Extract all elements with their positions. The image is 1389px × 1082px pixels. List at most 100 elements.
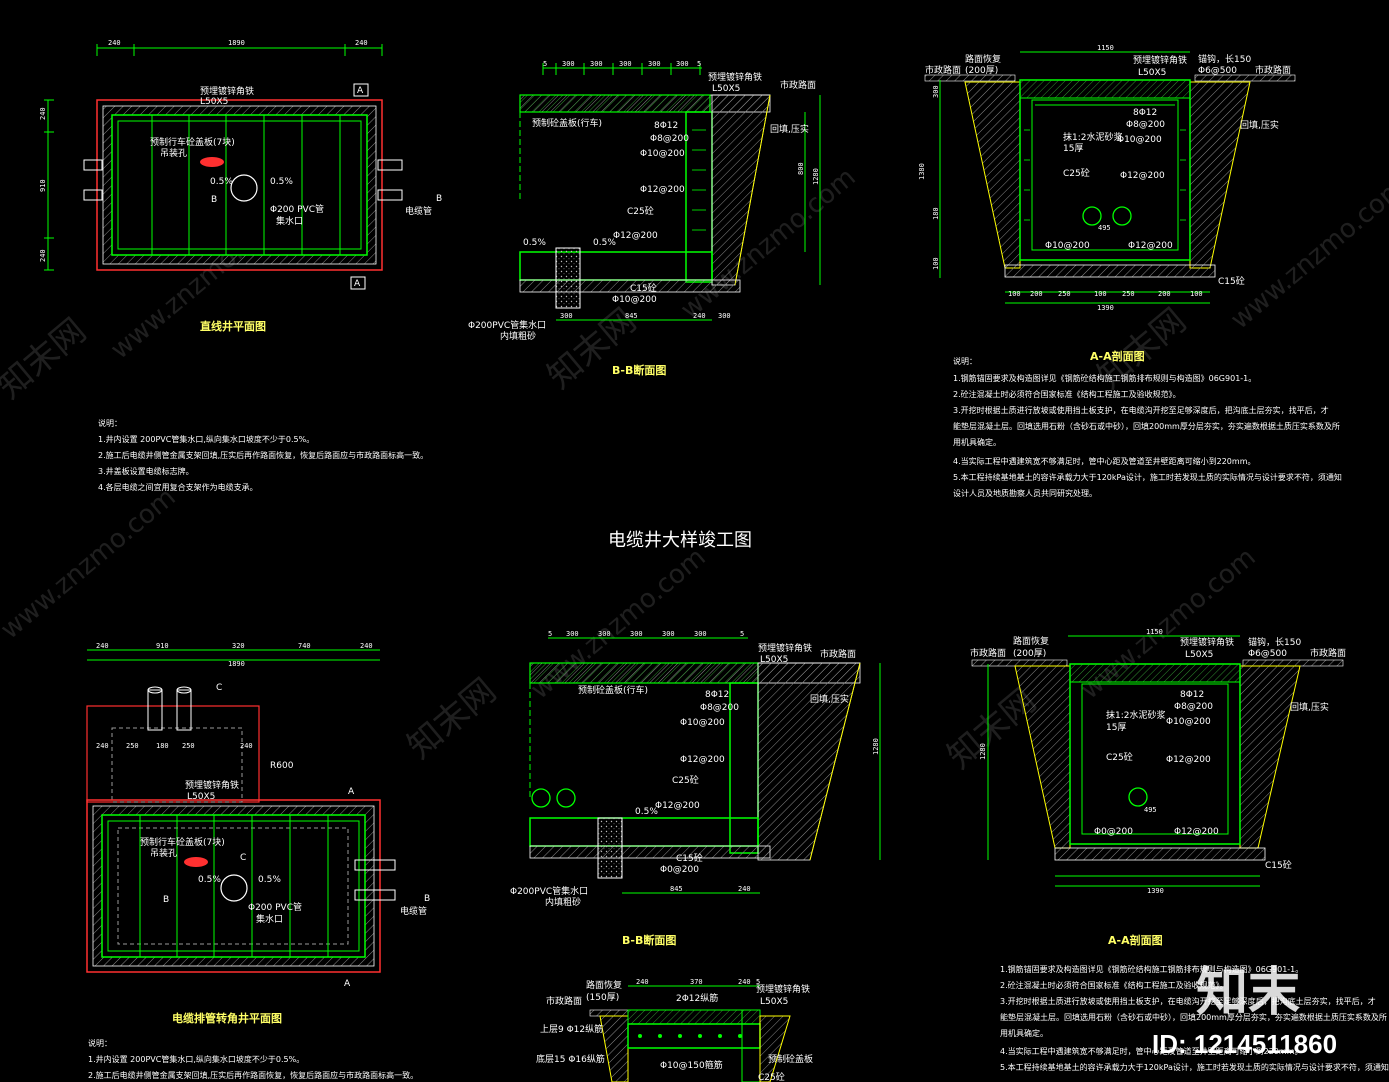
angle-label: 预埋镀锌角铁 [200,85,254,97]
plan-top-title: 直线井平面图 [200,319,266,333]
pipe-sub: 内填粗砂 [545,896,581,908]
dim: 5 [697,60,701,68]
repair-thk: (200厚) [1013,648,1046,659]
plan-bottom-title: 电缆排管转角井平面图 [172,1011,282,1025]
rebar-5: Φ10@200 [1045,241,1090,251]
section-a-bottom-title: A-A剖面图 [1108,933,1163,947]
angle-size: L50X5 [1185,650,1213,660]
dim-left-1: 240 [39,107,47,120]
sheet-title: 电缆井大样竣工图 [608,530,752,551]
note-line: 4.当实际工程中遇建筑宽不够满足时，管中心距及管道至井壁距离可缩小到220mm。 [953,456,1256,466]
section-b-top-title: B-B断面图 [612,363,666,377]
base-rebar: Φ10@200 [612,295,657,305]
id-label: ID: 1214511860 [1152,1029,1337,1059]
watermark-brand: 知末网 [0,311,94,407]
dim-top-1: 240 [108,39,121,47]
rebar-3: Φ10@200 [680,718,725,728]
dim-right: 800 [797,162,805,175]
repair-label: 路面恢复 [586,979,622,991]
note-line: 2.施工后电缆井侧管金属支架回填,压实后再作路面恢复，恢复后路面应与市政路面标高… [88,1070,418,1080]
concrete: C25砼 [1063,167,1090,179]
cut-a-top: A [348,787,355,797]
backfill-label: 回填,压实 [810,693,849,705]
inner-dim: 495 [1098,224,1111,232]
notes-top-left: 说明： 1.井内设置 200PVC管集水口,纵向集水口坡度不少于0.5%。 2.… [98,418,428,492]
slope: 0.5% [635,807,658,817]
base: C15砼 [1265,859,1292,871]
cut-b-left: B [211,195,217,205]
note-line: 能垫层混凝土层。回填选用石粉（含砂石或中砂），回填200mm厚分层夯实，夯实遍数… [1000,1012,1387,1022]
cut-b-right: B [424,894,430,904]
angle-label: 预埋镀锌角铁 [756,983,810,995]
rebar-5: Φ12@200 [655,801,700,811]
sump-label: 集水口 [276,215,303,227]
concrete: C25砼 [672,774,699,786]
rebar-6: Φ12@200 [1174,827,1219,837]
dim: 240 [738,885,751,893]
dim: 845 [625,312,638,320]
mortar-label: 抹1:2水泥砂浆 [1063,131,1123,143]
lift-label: 吊装孔 [160,147,187,159]
dim: 740 [298,642,311,650]
notes-bottom-right: 1.钢筋锚固要求及构造图详见《钢筋砼结构施工钢筋排布规则与构造图》06G901-… [1000,964,1389,1072]
dim: 240 [693,312,706,320]
dim: 5 [740,630,744,638]
inner-dim: 495 [1144,806,1157,814]
note-line: 能垫层混凝土层。回填选用石粉（含砂石或中砂），回填200mm厚分层夯实，夯实遍数… [953,421,1340,431]
dim: 300 [562,60,575,68]
note-line: 1.钢筋锚固要求及构造图详见《钢筋砼结构施工钢筋排布规则与构造图》06G901-… [953,373,1256,383]
slope-left: 0.5% [210,177,233,187]
backfill-label: 回填,压实 [1290,701,1329,713]
base: C15砼 [630,282,657,294]
bar-label: 2Φ12纵筋 [676,992,718,1004]
rebar-2: Φ8@200 [1126,120,1165,130]
dim: 300 [694,630,707,638]
dim: 250 [1058,290,1071,298]
watermark-url: www.znzmo.com [675,162,861,325]
watermark-brand: 知末网 [400,671,504,767]
angle-label: 预埋镀锌角铁 [758,642,812,654]
note-line: 1.井内设置 200PVC管集水口,纵向集水口坡度不少于0.5%。 [98,434,314,444]
note-line: 4.各层电缆之间宜用复合支架作为电缆支承。 [98,482,258,492]
pipe-label: Φ200 PVC管 [248,901,302,913]
rebar-1: 8Φ12 [1133,108,1157,118]
backfill-label: 回填,压实 [770,123,809,135]
dim-top: 1150 [1097,44,1114,52]
dim: 910 [156,642,169,650]
dim: 320 [232,642,245,650]
cable-label: 电缆管 [405,205,432,217]
repair-thk: (150厚) [586,992,619,1003]
cut-c-mid: C [240,853,246,863]
base: C15砼 [1218,275,1245,287]
cut-b-right: B [436,194,442,204]
mortar-thk: 15厚 [1106,722,1126,733]
rebar-3: Φ10@200 [1117,135,1162,145]
backfill-label: 回填,压实 [1240,119,1279,131]
concrete: C25砼 [1106,751,1133,763]
box-outline [1019,79,1191,261]
lift-hole-icon [184,857,208,867]
cut-c-top: C [216,683,222,693]
dim: 100 [1094,290,1107,298]
note-line: 3.开挖时根据土质进行放坡或使用挡土板支护，在电缆沟开挖至足够深度后，把沟底土层… [953,405,1329,415]
slab-label: 预制砼盖板(行车) [578,684,648,696]
rebar-5: Φ0@200 [1094,827,1133,837]
angle-label: 预埋镀锌角铁 [1133,54,1187,66]
dim: 300 [630,630,643,638]
base-rebar: Φ0@200 [660,865,699,875]
mortar-thk: 15厚 [1063,143,1083,154]
bottom-bar: 底层15 Φ16纵筋 [536,1053,605,1065]
dim: 300 [598,630,611,638]
note-line: 4.当实际工程中遇建筑宽不够满足时，管中心距及管道至井壁距离可缩小到220mm。 [1000,1046,1303,1056]
dim: 5 [548,630,552,638]
dim-left: 100 [932,257,940,270]
cut-a-bottom: A [354,279,361,289]
cable-label: 电缆管 [400,905,427,917]
slope-left: 0.5% [198,875,221,885]
dim: 240 [360,642,373,650]
notes-heading: 说明： [98,418,122,428]
angle-label: 预埋镀锌角铁 [1180,636,1234,648]
rebar-2: Φ8@200 [1174,702,1213,712]
dim: 240 [240,742,253,750]
